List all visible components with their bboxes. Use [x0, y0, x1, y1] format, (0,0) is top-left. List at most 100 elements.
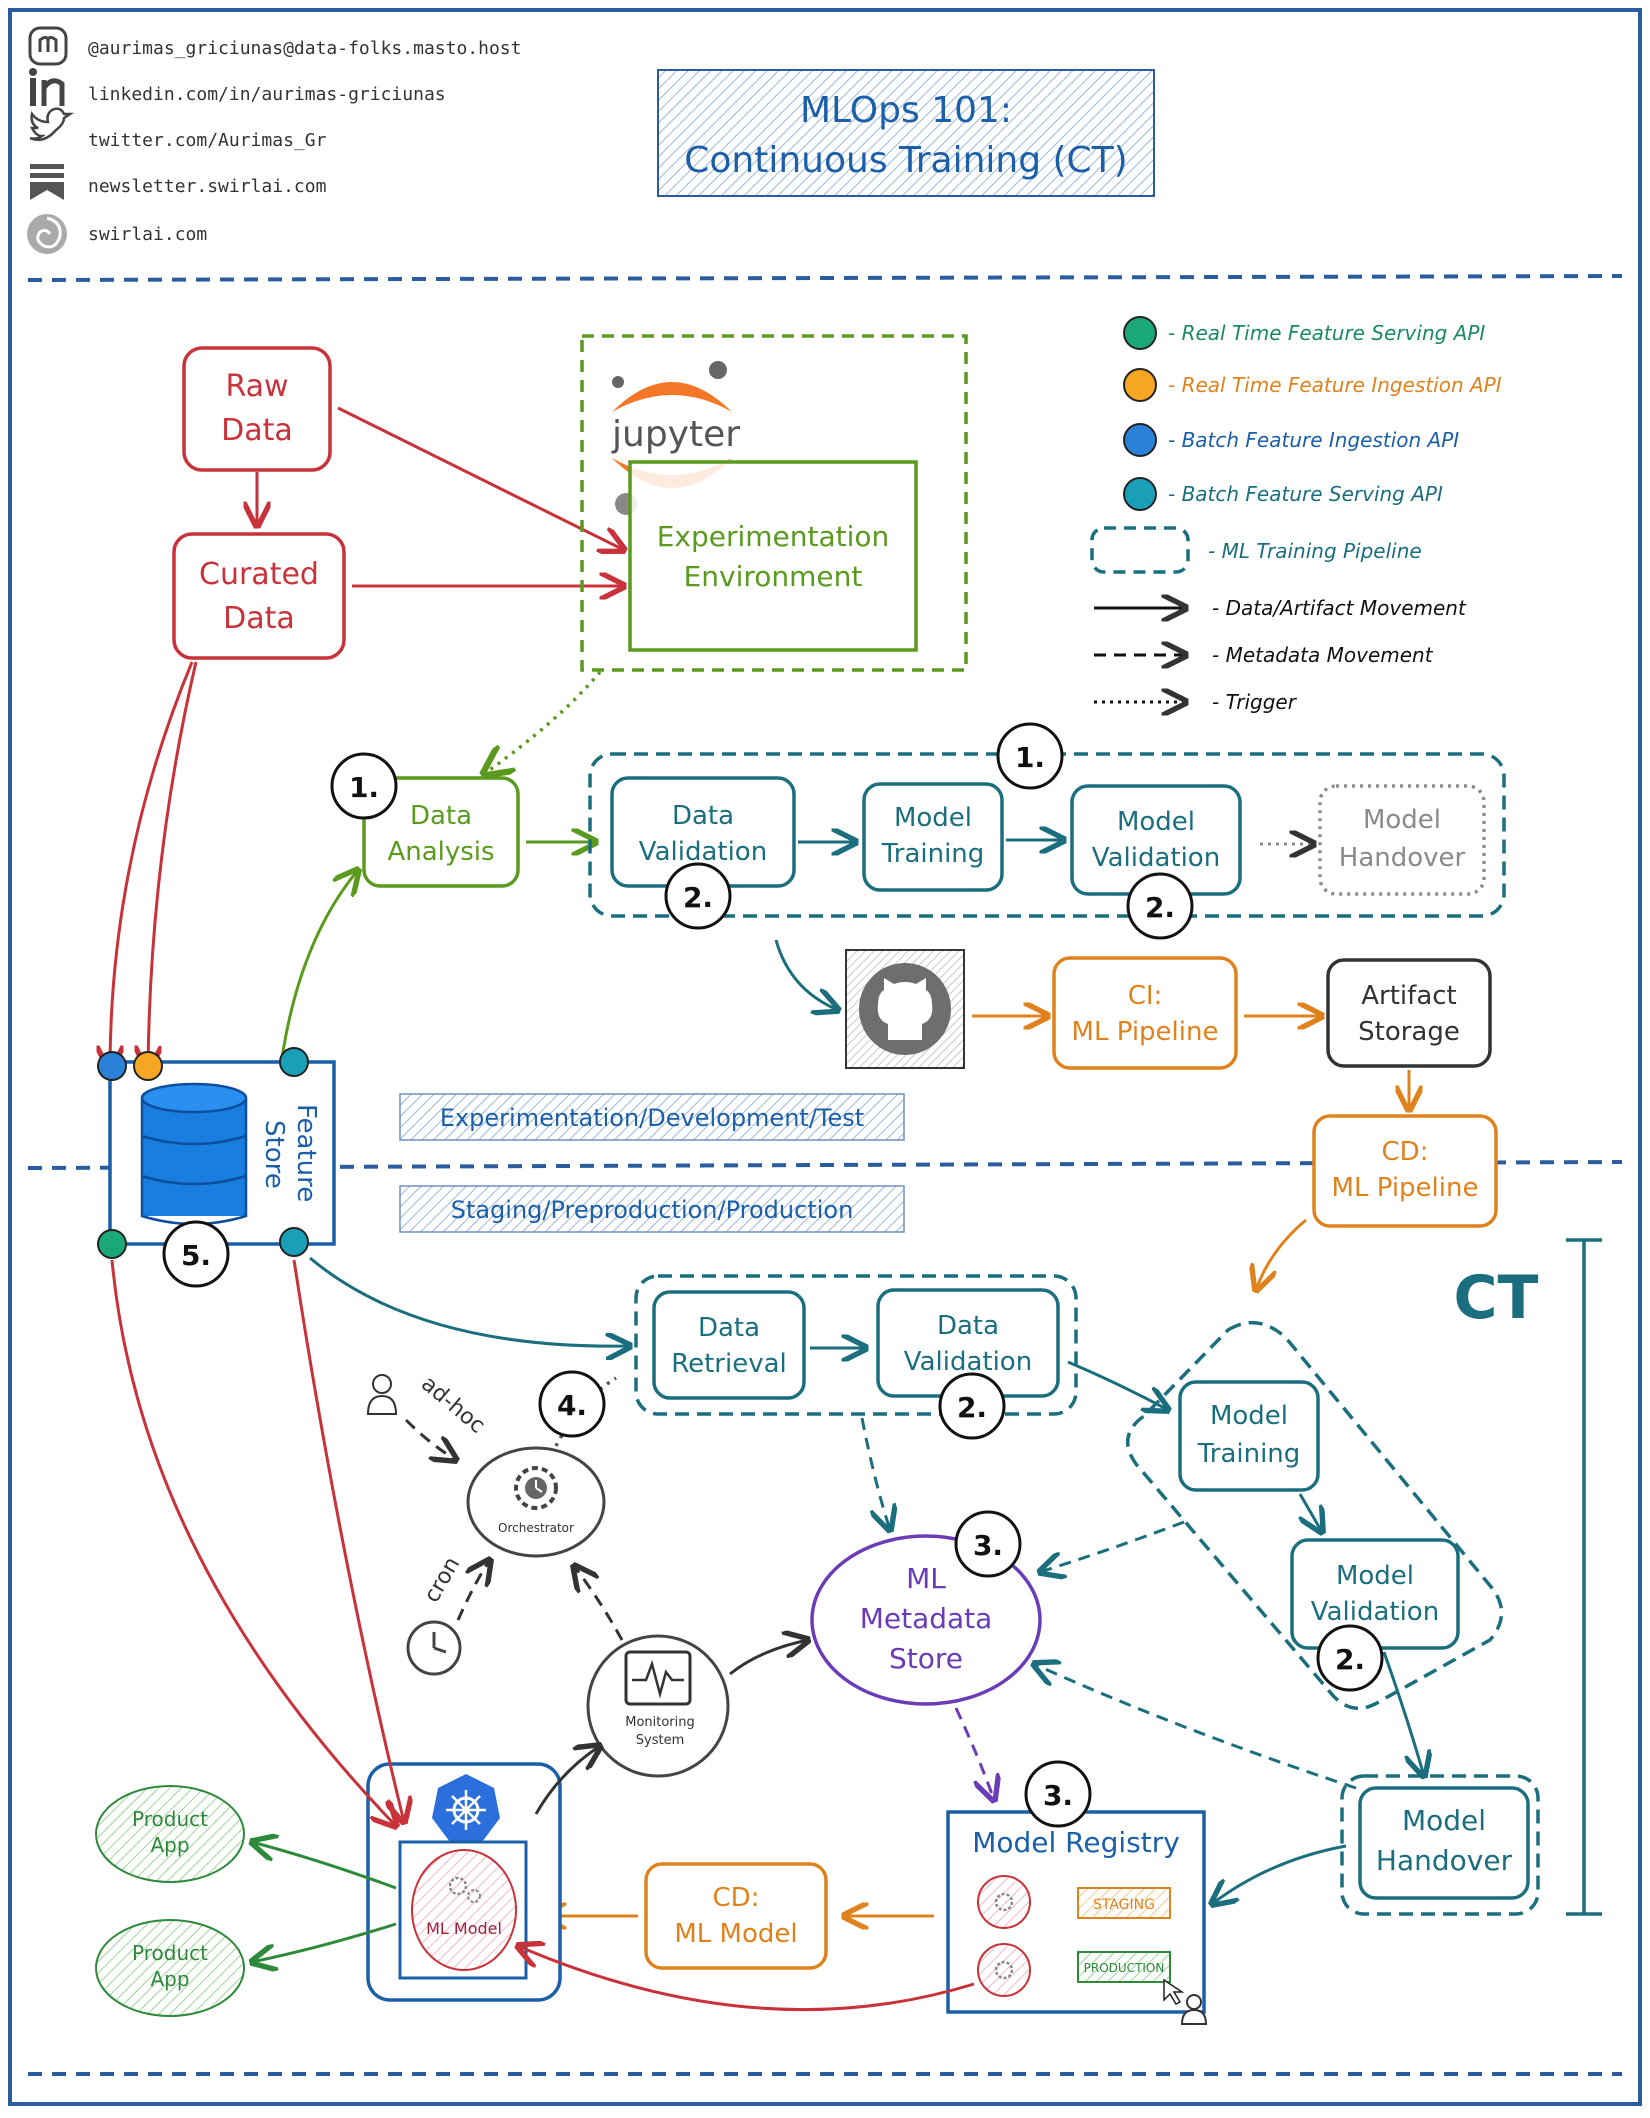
data-analysis-node[interactable]: Data Analysis: [362, 776, 520, 888]
rt-ingestion-api-dot[interactable]: [133, 1051, 163, 1081]
product-app-2-line1: Product: [132, 1941, 208, 1965]
dev-data-validation-line1: Data: [672, 801, 734, 831]
cd-model-node[interactable]: CD: ML Model: [644, 1862, 828, 1970]
title-line2: Continuous Training (CT): [684, 140, 1127, 181]
legend-rt-serving-dot: [1123, 316, 1157, 350]
arrow-curated-to-feature-store-2: [148, 661, 198, 1070]
badge-pipeline-1: 1.: [996, 722, 1064, 790]
model-serving-cluster[interactable]: ML Model: [366, 1762, 562, 2002]
product-app-1-line2: App: [150, 1833, 189, 1857]
orchestrator-node[interactable]: Orchestrator: [466, 1446, 606, 1558]
twitter-url[interactable]: twitter.com/Aurimas_Gr: [88, 130, 327, 151]
staging-tag[interactable]: STAGING: [1077, 1887, 1171, 1919]
github-icon[interactable]: [845, 949, 965, 1069]
arrow-registry-to-ml-model: [518, 1946, 975, 2012]
model-registry-title: Model Registry: [972, 1826, 1180, 1859]
linkedin-icon: [29, 68, 65, 106]
trigger-orchestrator-to-pipeline: [554, 1376, 617, 1447]
ci-line1: CI:: [1128, 981, 1163, 1011]
ml-metadata-store-node[interactable]: ML Metadata Store: [810, 1534, 1042, 1706]
product-app-2[interactable]: Product App: [95, 1919, 245, 2017]
linkedin-url[interactable]: linkedin.com/in/aurimas-griciunas: [88, 84, 446, 105]
svg-text:4.: 4.: [557, 1389, 587, 1422]
badge-dev-mv-2: 2.: [1126, 872, 1194, 940]
artifact-line1: Artifact: [1361, 981, 1456, 1011]
registry-model-staging-icon: [977, 1875, 1031, 1929]
arrow-serving-to-monitoring: [534, 1746, 600, 1815]
legend-trigger: - Trigger: [1212, 690, 1298, 714]
cd-pipeline-node[interactable]: CD: ML Pipeline: [1312, 1114, 1498, 1228]
title-box: MLOps 101: Continuous Training (CT): [657, 69, 1155, 197]
curated-data-node[interactable]: Curated Data: [172, 532, 346, 660]
svg-text:Staging/Preproduction/Producti: Staging/Preproduction/Production: [451, 1196, 854, 1224]
data-retrieval-node[interactable]: Data Retrieval: [652, 1290, 806, 1400]
prod-model-validation-line1: Model: [1336, 1561, 1414, 1591]
dev-data-validation-node[interactable]: Data Validation: [610, 776, 796, 888]
batch-ingestion-api-dot[interactable]: [97, 1051, 127, 1081]
product-app-1[interactable]: Product App: [95, 1785, 245, 1883]
prod-model-training-line2: Training: [1197, 1439, 1301, 1469]
dev-model-training-line2: Training: [881, 839, 985, 869]
ci-pipeline-node[interactable]: CI: ML Pipeline: [1052, 956, 1238, 1070]
raw-data-line2: Data: [221, 413, 293, 448]
arrow-raw-to-experimentation: [337, 406, 624, 550]
legend-rt-ingestion-dot: [1123, 368, 1157, 402]
data-analysis-line2: Analysis: [387, 837, 494, 867]
badge-orchestrator-4: 4.: [538, 1370, 606, 1438]
cd-model-line2: ML Model: [674, 1919, 797, 1949]
svg-text:5.: 5.: [181, 1239, 211, 1272]
prod-model-training-node[interactable]: Model Training: [1178, 1380, 1320, 1492]
cursor-icon: [1163, 1978, 1185, 2005]
arrow-rt-serving-to-model: [110, 1259, 396, 1826]
monitoring-line1: Monitoring: [625, 1715, 695, 1730]
monitoring-line2: System: [636, 1733, 684, 1748]
badge-mlmd-3: 3.: [954, 1510, 1022, 1578]
arrow-handover-to-registry: [1212, 1844, 1347, 1904]
experimentation-line1: Experimentation: [657, 520, 890, 553]
svg-text:2.: 2.: [1145, 891, 1175, 924]
mlmd-line1: ML: [906, 1562, 946, 1595]
prod-model-validation-line2: Validation: [1311, 1597, 1439, 1627]
mastodon-handle[interactable]: @aurimas_griciunas@data-folks.masto.host: [88, 38, 521, 59]
production-tag[interactable]: PRODUCTION: [1077, 1951, 1171, 1983]
monitoring-system-node[interactable]: Monitoring System: [586, 1634, 730, 1778]
feature-store-node[interactable]: Feature Store: [97, 1047, 336, 1259]
data-retrieval-line2: Retrieval: [671, 1349, 787, 1379]
dev-model-handover-line2: Handover: [1339, 843, 1466, 873]
newsletter-icon: [30, 164, 64, 200]
badge-prod-dv-2: 2.: [938, 1372, 1006, 1440]
newsletter-url[interactable]: newsletter.swirlai.com: [88, 176, 326, 197]
batch-serving-api-dot-top[interactable]: [279, 1047, 309, 1077]
outer-frame: [8, 8, 1642, 2106]
raw-data-node[interactable]: Raw Data: [182, 346, 332, 472]
monitor-icon: [624, 1650, 692, 1706]
prod-model-handover-node[interactable]: Model Handover: [1358, 1786, 1530, 1900]
trigger-monitoring-to-orchestrator: [574, 1566, 624, 1641]
raw-data-line1: Raw: [225, 369, 288, 404]
ml-model-node[interactable]: ML Model: [411, 1849, 517, 1971]
mlmd-line3: Store: [889, 1642, 963, 1675]
dev-model-training-node[interactable]: Model Training: [862, 782, 1004, 892]
ml-model-label: ML Model: [426, 1919, 502, 1938]
kubernetes-icon: [432, 1774, 500, 1842]
badge-dev-dv-2: 2.: [664, 862, 732, 930]
legend-data-movement: - Data/Artifact Movement: [1212, 596, 1467, 620]
prod-model-validation-node[interactable]: Model Validation: [1290, 1538, 1460, 1650]
experimentation-environment[interactable]: jupyter Experimentation Environment: [580, 334, 968, 672]
batch-serving-api-dot-bottom[interactable]: [279, 1227, 309, 1257]
prod-data-validation-line1: Data: [937, 1311, 999, 1341]
legend-rt-serving: - Real Time Feature Serving API: [1168, 321, 1485, 345]
arrow-cd-to-ct-pipeline: [1256, 1218, 1307, 1290]
model-registry-node[interactable]: Model Registry STAGING PRODUCTION: [946, 1810, 1208, 2025]
trigger-experimentation-to-analysis: [484, 670, 602, 774]
meta-handover-to-mlmd: [1034, 1664, 1357, 1790]
website-url[interactable]: swirlai.com: [88, 224, 207, 245]
svg-text:2.: 2.: [683, 881, 713, 914]
orchestrator-gear-icon: [514, 1466, 558, 1510]
rt-serving-api-dot[interactable]: [97, 1229, 127, 1259]
arrow-monitoring-to-mlmd: [729, 1640, 808, 1676]
cd-pipeline-line1: CD:: [1382, 1137, 1429, 1167]
artifact-storage-node[interactable]: Artifact Storage: [1326, 958, 1492, 1068]
dev-model-handover-node[interactable]: Model Handover: [1318, 784, 1486, 896]
